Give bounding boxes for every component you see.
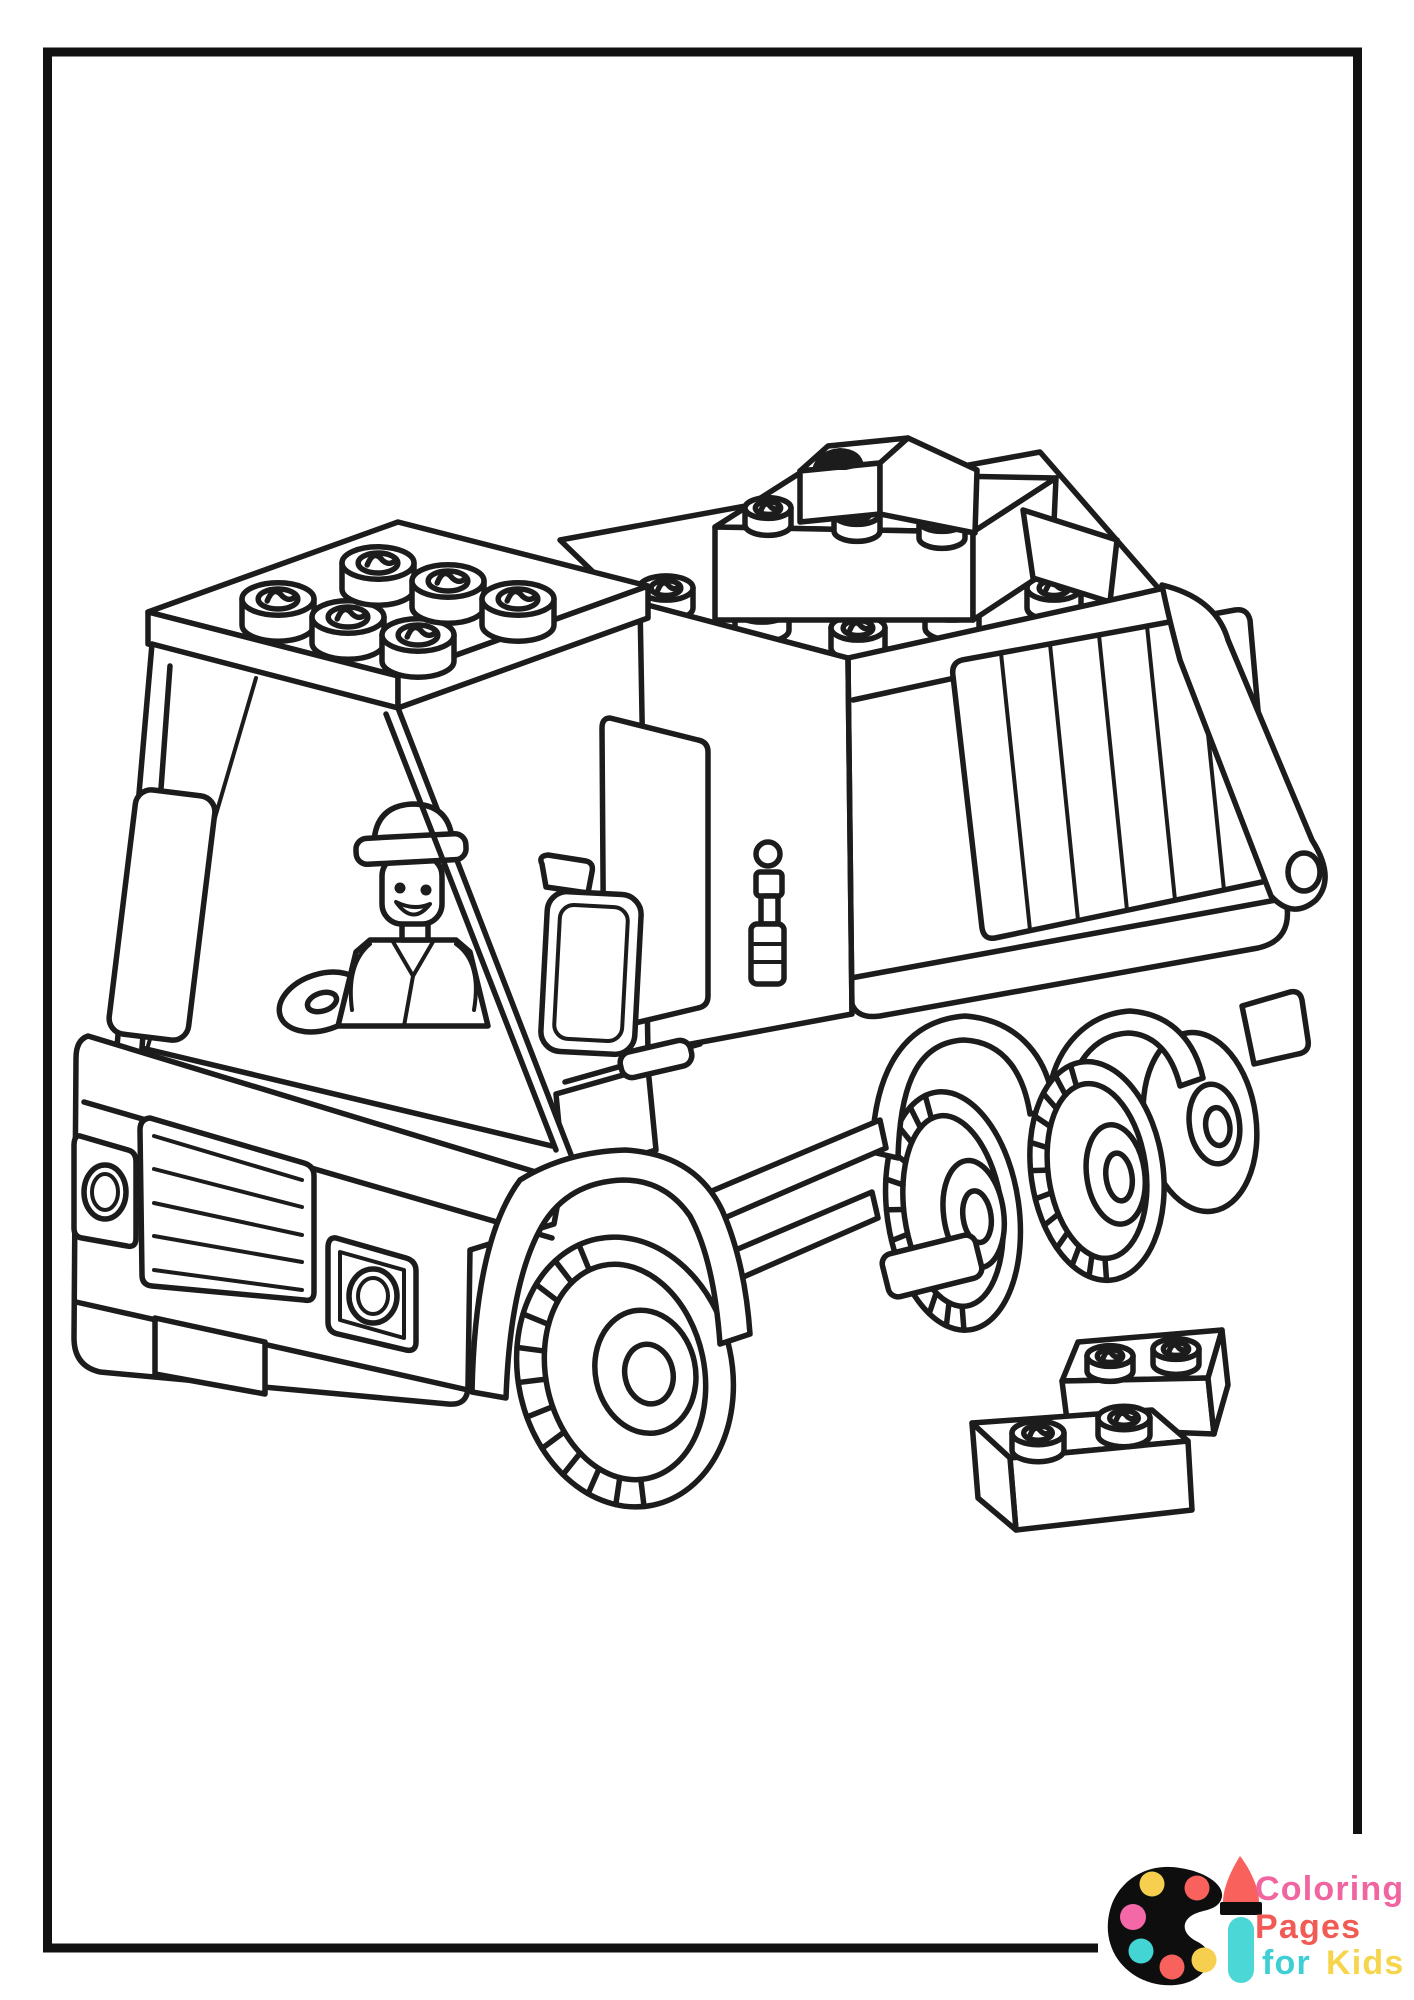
truck-front xyxy=(71,1033,565,1407)
front-fender xyxy=(469,1147,753,1401)
brand-text-line1: Coloring xyxy=(1255,1870,1404,1908)
side-mirror xyxy=(538,888,644,1058)
rear-arm xyxy=(1159,582,1328,912)
palette-dot xyxy=(1184,1875,1210,1901)
palette-dot xyxy=(1139,1871,1165,1897)
rear-wheels xyxy=(869,988,1312,1333)
palette-dot xyxy=(1191,1947,1217,1973)
brand-text-for: for xyxy=(1262,1944,1311,1982)
hydraulic-handle xyxy=(748,839,787,987)
license-plate xyxy=(152,1315,268,1397)
garbage-container xyxy=(557,435,1328,1055)
brand-text-kids: Kids xyxy=(1326,1944,1404,1982)
front-wheel-group xyxy=(469,1147,753,1510)
door-handle xyxy=(617,1037,695,1081)
loose-bricks xyxy=(969,1327,1231,1533)
palette-dot xyxy=(1128,1938,1154,1964)
page-frame xyxy=(43,47,1362,1953)
left-headlight xyxy=(71,1133,139,1250)
truck-cab xyxy=(106,519,711,1183)
eye xyxy=(420,884,432,896)
eye xyxy=(394,882,406,894)
palette-dot xyxy=(1120,1904,1146,1930)
lego-garbage-truck-drawing xyxy=(71,435,1328,1533)
right-headlight xyxy=(325,1235,419,1354)
smile xyxy=(394,900,432,917)
rear-fenders xyxy=(869,1008,1206,1161)
brand-logo: Coloring Pages for Kids xyxy=(1107,1856,1404,1986)
palette-dot xyxy=(1159,1954,1185,1980)
container-opening xyxy=(812,448,864,470)
left-window xyxy=(106,787,218,1043)
brand-text-line2: Pages xyxy=(1255,1908,1361,1946)
paintbrush-icon xyxy=(1220,1856,1262,1983)
